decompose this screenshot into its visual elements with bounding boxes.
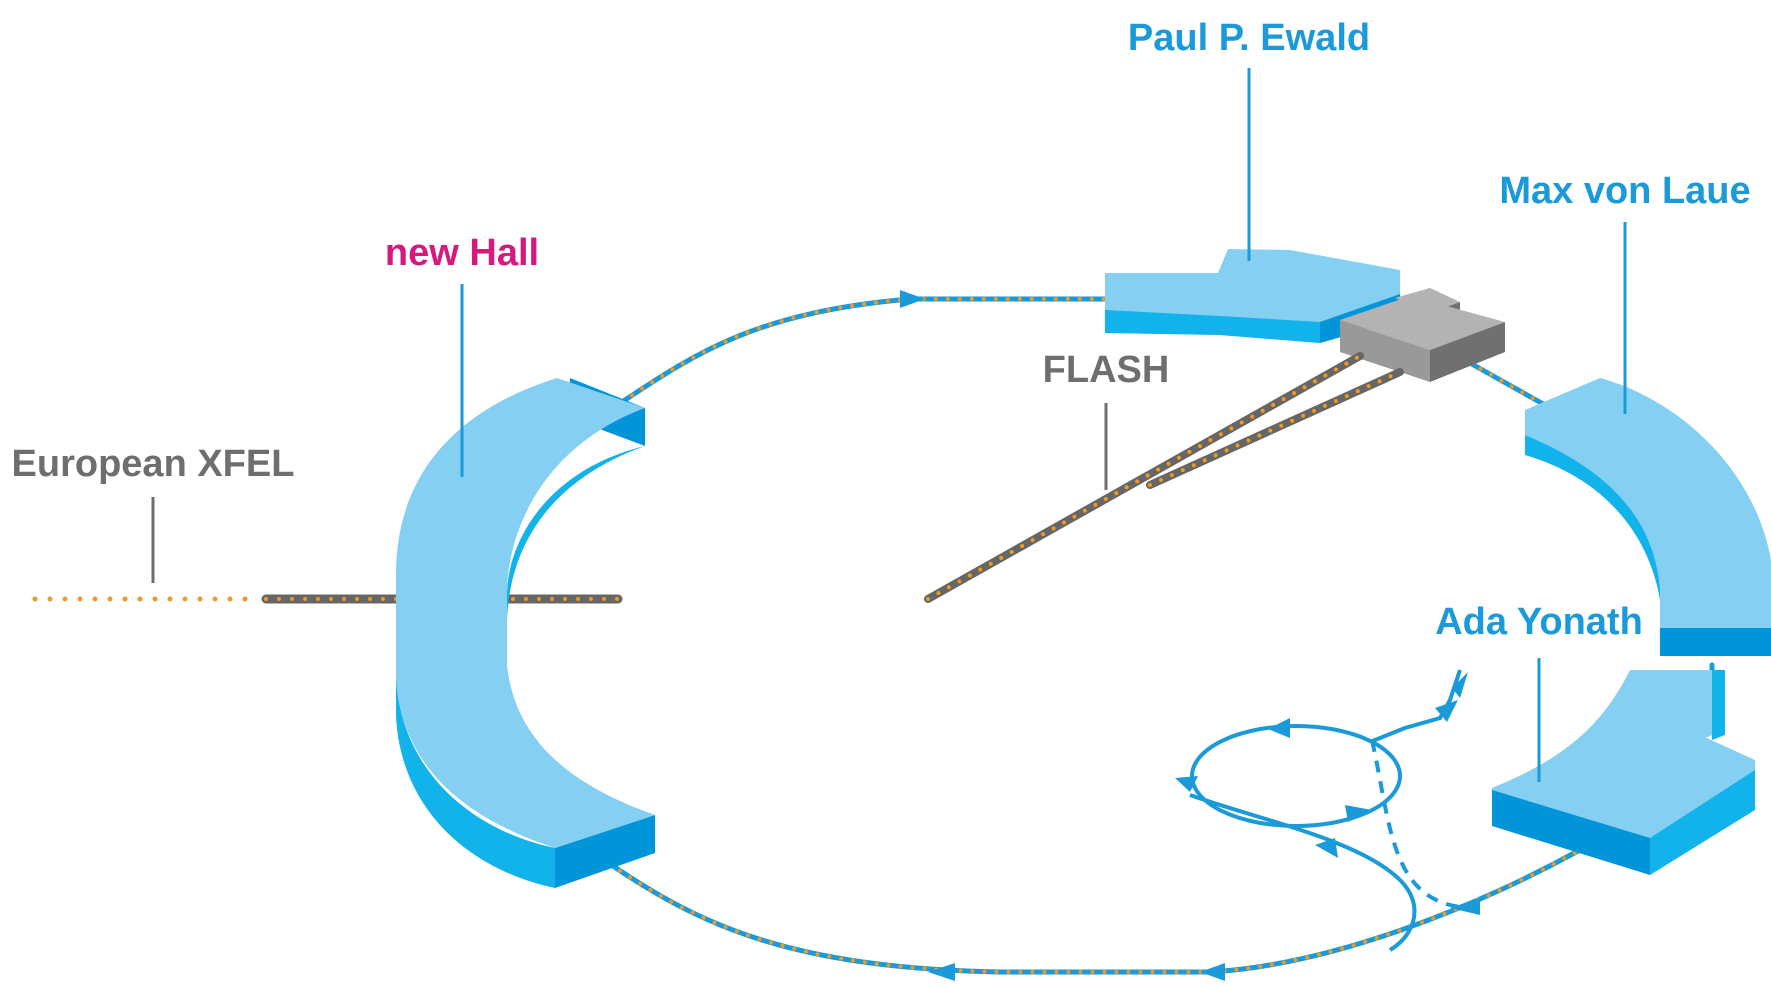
arrow-right-icon xyxy=(900,290,925,308)
arrow-left-icon xyxy=(1268,718,1290,738)
arrow-down-icon xyxy=(1175,776,1198,792)
arrow-left-icon xyxy=(928,963,955,981)
label-paul-ewald: Paul P. Ewald xyxy=(1128,17,1370,59)
max-von-laue-building xyxy=(1525,378,1771,656)
arrow-down-icon xyxy=(1315,838,1338,858)
arrow-down-icon xyxy=(1435,700,1458,722)
label-flash: FLASH xyxy=(1043,349,1170,391)
label-ada-yonath: Ada Yonath xyxy=(1435,601,1643,643)
label-european-xfel: European XFEL xyxy=(12,443,295,485)
arrow-left-icon xyxy=(1450,898,1480,915)
ada-yonath-loop-arrows xyxy=(1175,672,1480,915)
label-max-von-laue: Max von Laue xyxy=(1499,170,1750,212)
ada-yonath-building xyxy=(1492,670,1755,875)
flash-beamlines xyxy=(924,352,1404,603)
arrow-down-icon xyxy=(1452,672,1468,698)
arrow-right-icon xyxy=(1345,805,1372,822)
ada-yonath-beam-loop xyxy=(1189,669,1481,952)
arrow-left-icon xyxy=(1200,963,1225,981)
label-new-hall: new Hall xyxy=(385,232,539,274)
new-hall-building xyxy=(396,378,655,888)
ring-direction-arrows xyxy=(900,290,1225,981)
flash-building xyxy=(1340,288,1505,382)
label-leader-lines xyxy=(151,68,1627,782)
